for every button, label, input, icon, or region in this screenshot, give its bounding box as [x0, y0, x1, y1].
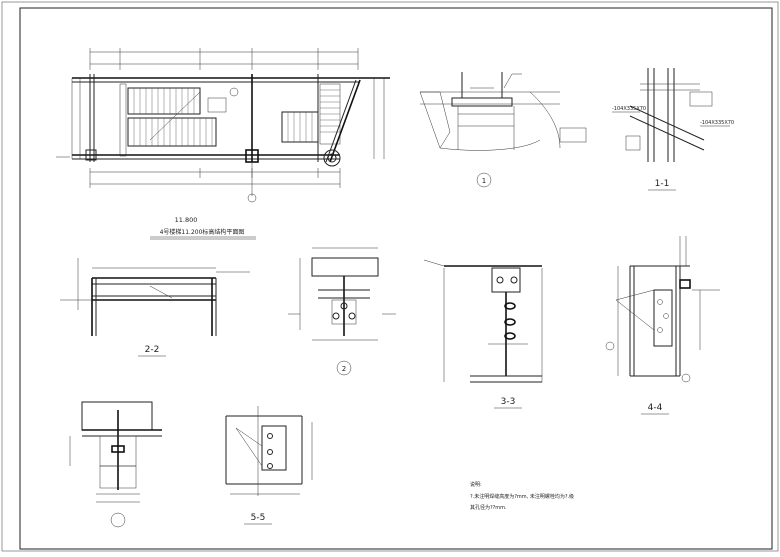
svg-text:5-5: 5-5	[251, 513, 266, 523]
section-5-5-view: 5-5	[225, 406, 313, 525]
svg-text:11.800: 11.800	[175, 216, 198, 224]
svg-text:-104X335X70: -104X335X70	[612, 106, 646, 112]
svg-text:?.未注明焊缝高度为?mm, 未注明螺栓均为?.级: ?.未注明焊缝高度为?mm, 未注明螺栓均为?.级	[470, 493, 574, 500]
section-4-4-view: 4-4	[605, 236, 720, 415]
plan-title: 11.800 4号楼梯11.200标高结构平面图	[150, 216, 256, 240]
inner-border	[19, 7, 773, 550]
svg-text:1-1: 1-1	[655, 179, 670, 189]
section-1-1-view: -104X335X70 -104X335X70 1-1	[612, 68, 734, 191]
svg-text:2-2: 2-2	[145, 345, 160, 355]
svg-text:-104X335X70: -104X335X70	[700, 120, 734, 126]
svg-text:说明:: 说明:	[470, 481, 482, 488]
svg-text:2: 2	[342, 365, 346, 373]
section-2-2-view: 2-2	[60, 258, 250, 357]
detail-6-view	[69, 401, 162, 528]
svg-text:其孔径为??mm.: 其孔径为??mm.	[470, 504, 507, 511]
detail-1-view: 1	[419, 72, 587, 188]
svg-text:3-3: 3-3	[501, 397, 516, 407]
plan-view	[56, 48, 390, 203]
detail-2-view: 2	[288, 247, 396, 376]
notes-block: 说明: ?.未注明焊缝高度为?mm, 未注明螺栓均为?.级 其孔径为??mm.	[470, 481, 574, 511]
svg-text:4-4: 4-4	[648, 403, 663, 413]
section-3-3-view: 3-3	[423, 259, 543, 409]
svg-text:1: 1	[482, 177, 486, 185]
svg-text:4号楼梯11.200标高结构平面图: 4号楼梯11.200标高结构平面图	[160, 228, 245, 236]
